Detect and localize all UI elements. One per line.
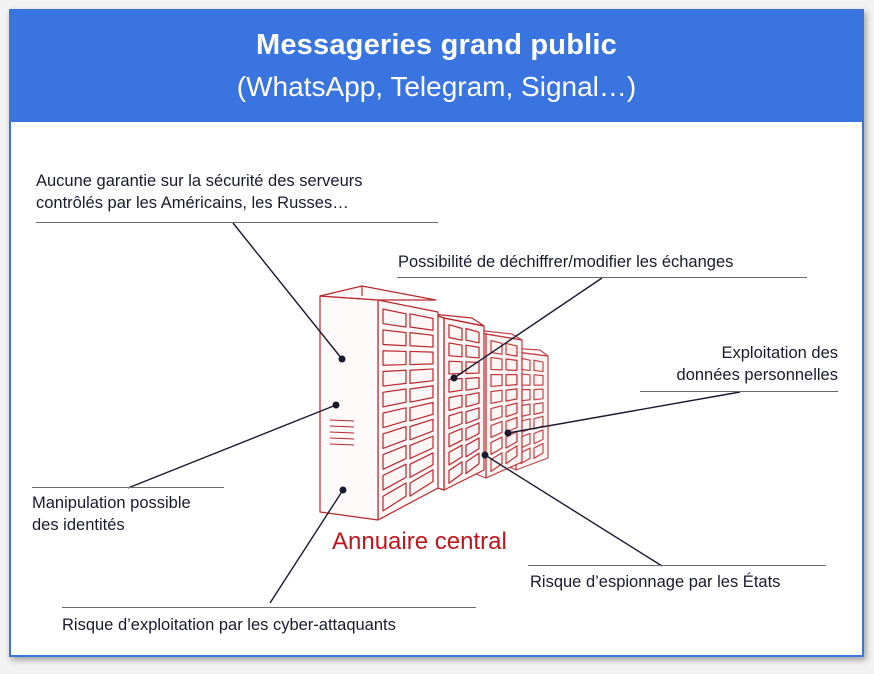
server-drawer — [448, 444, 463, 466]
server-drawer — [448, 411, 463, 430]
server-drawer — [465, 327, 480, 344]
server-drawer — [382, 463, 407, 491]
label-identity-line2: des identités — [32, 516, 125, 534]
underline-decrypt — [397, 277, 807, 278]
server-drawer — [448, 394, 463, 411]
label-servers-security-line2: contrôlés par les Américains, les Russes… — [36, 194, 349, 212]
server-drawer — [505, 445, 518, 465]
server-drawer — [448, 360, 463, 375]
server-drawer — [409, 401, 434, 422]
server-drawer — [465, 422, 480, 441]
server-drawer — [465, 392, 480, 408]
server-drawer — [505, 358, 518, 371]
server-drawer — [533, 359, 544, 373]
server-drawer — [382, 369, 407, 387]
server-drawer — [382, 308, 407, 328]
server-drawer — [490, 405, 503, 422]
server-drawer — [490, 452, 503, 473]
label-decrypt: Possibilité de déchiffrer/modifier les é… — [398, 253, 734, 271]
server-drawer — [382, 350, 407, 366]
server-drawer — [505, 402, 518, 418]
server-drawer — [490, 389, 503, 405]
server-rack-icon — [319, 285, 549, 521]
server-drawer — [505, 431, 518, 449]
underline-servers-security — [36, 222, 438, 223]
server-drawer — [448, 377, 463, 393]
server-drawer — [490, 356, 503, 371]
label-servers-security-line1: Aucune garantie sur la sécurité des serv… — [36, 172, 363, 190]
server-drawer — [465, 437, 480, 458]
label-identity-line1: Manipulation possible — [32, 494, 191, 512]
server-drawer — [382, 407, 407, 429]
server-rack-1 — [319, 285, 439, 521]
server-drawer — [409, 435, 434, 460]
server-drawer — [533, 442, 544, 459]
server-drawer — [490, 436, 503, 456]
server-drawer — [465, 407, 480, 425]
server-drawer — [448, 324, 463, 341]
server-drawer — [505, 388, 518, 402]
label-cyber: Risque d’exploitation par les cyber-atta… — [62, 616, 396, 634]
server-drawer — [533, 415, 544, 430]
server-drawer — [533, 402, 544, 415]
server-drawer — [465, 377, 480, 391]
server-drawer — [409, 368, 434, 384]
label-servers-security: Aucune garantie sur la sécurité des serv… — [36, 170, 363, 214]
label-espionage: Risque d’espionnage par les États — [530, 573, 781, 591]
server-rack-2 — [431, 313, 485, 491]
server-drawer — [409, 350, 434, 366]
label-personal-data: Exploitation des données personnelles — [640, 342, 838, 386]
server-drawer — [382, 426, 407, 450]
header-banner: Messageries grand public (WhatsApp, Tele… — [11, 11, 862, 122]
server-drawer — [409, 452, 434, 478]
server-drawer — [490, 420, 503, 439]
server-drawer — [382, 329, 407, 347]
server-drawer — [465, 452, 480, 475]
server-drawer — [448, 461, 463, 484]
server-drawer — [382, 482, 407, 512]
page-title: Messageries grand public — [256, 29, 617, 61]
label-personal-data-line1: Exploitation des — [721, 344, 839, 362]
server-drawer — [505, 416, 518, 434]
underline-personal-data — [640, 391, 838, 392]
diagram-card: Messageries grand public (WhatsApp, Tele… — [9, 9, 864, 657]
server-drawer — [409, 332, 434, 348]
server-drawer — [490, 373, 503, 388]
server-drawer — [533, 388, 544, 401]
server-drawer — [465, 344, 480, 359]
server-drawer — [505, 342, 518, 357]
underline-espionage — [528, 565, 826, 566]
server-drawer — [409, 469, 434, 497]
underline-cyber — [62, 607, 476, 608]
server-drawer — [490, 339, 503, 355]
server-drawer — [533, 374, 544, 386]
server-drawer — [448, 342, 463, 358]
server-drawer — [448, 427, 463, 448]
label-personal-data-line2: données personnelles — [676, 366, 838, 384]
server-drawer — [505, 373, 518, 387]
server-drawer — [409, 418, 434, 441]
server-drawer — [409, 385, 434, 403]
central-directory-label: Annuaire central — [332, 528, 507, 555]
connector-lines — [127, 222, 741, 604]
underline-identity — [32, 487, 224, 488]
page-subtitle: (WhatsApp, Telegram, Signal…) — [236, 71, 637, 102]
server-drawer — [382, 388, 407, 408]
server-drawer — [409, 313, 434, 331]
server-drawer — [533, 429, 544, 445]
server-rack-3 — [475, 329, 523, 479]
label-identity: Manipulation possible des identités — [32, 492, 191, 536]
connector-dots — [332, 355, 512, 494]
server-drawer — [382, 444, 407, 470]
